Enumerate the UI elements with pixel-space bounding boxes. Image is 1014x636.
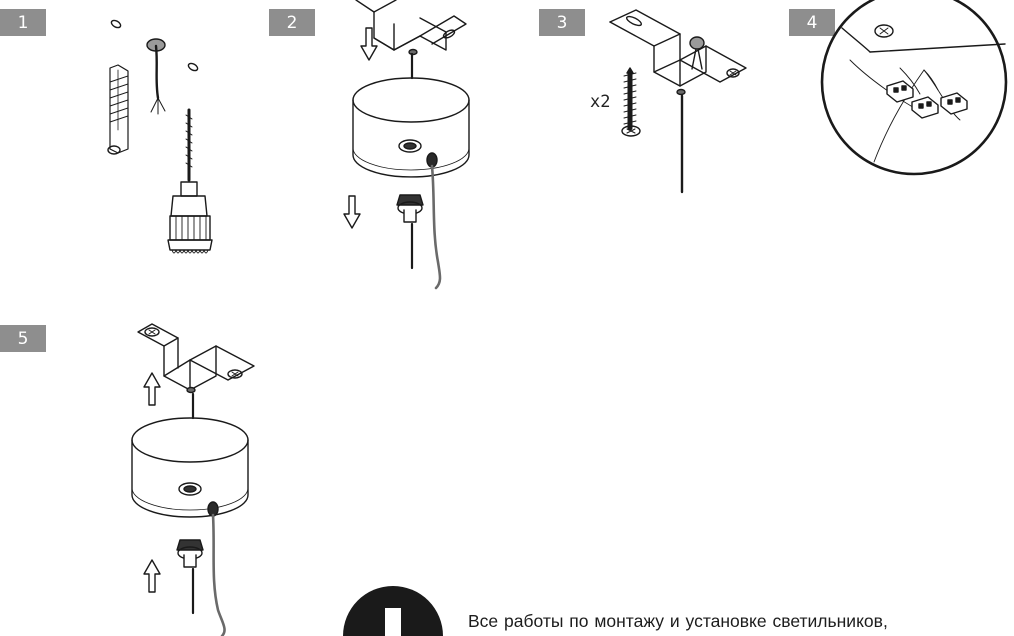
screw-icon [622, 68, 640, 136]
step-2-illustration [344, 0, 469, 288]
wire-connector-icon [912, 97, 938, 118]
exclamation-icon [385, 608, 401, 636]
wall-plug-icon [108, 65, 128, 154]
step-5-illustration [132, 324, 254, 636]
wire-connector-icon [887, 81, 913, 102]
quantity-label: x2 [590, 92, 610, 112]
warning-text: Все работы по монтажу и установке светил… [468, 611, 1014, 632]
step-3-illustration [610, 10, 746, 192]
step-1-illustration [108, 19, 212, 253]
wire-connector-icon [941, 93, 967, 114]
drill-icon [168, 110, 212, 253]
step-4-illustration [822, 0, 1006, 174]
warning-illustration [343, 586, 443, 636]
